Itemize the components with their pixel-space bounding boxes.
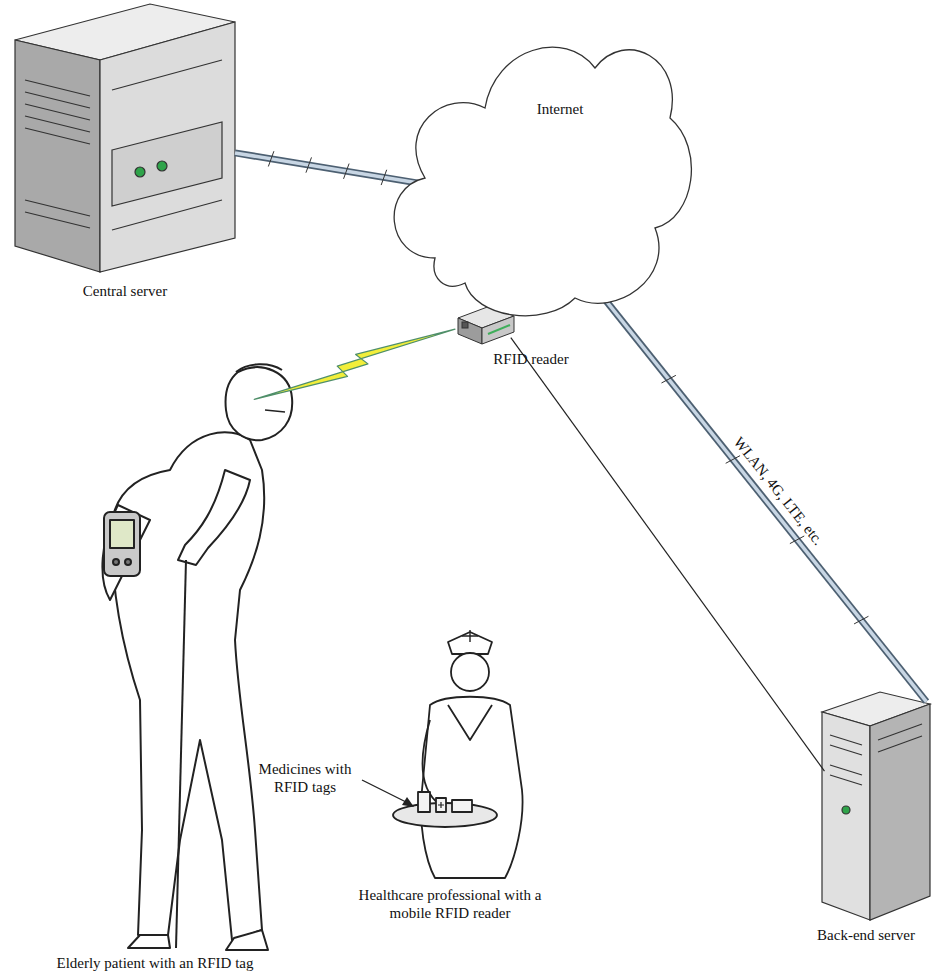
nurse-node: Healthcare professional with a mobile RF… <box>375 628 525 882</box>
reader-node: RFID reader <box>455 304 517 346</box>
cloud-label: Internet <box>505 100 615 118</box>
pipe-inner <box>235 153 423 184</box>
pipe-tick <box>661 375 675 383</box>
connector <box>235 151 423 185</box>
pipe-inner <box>605 300 926 702</box>
pipe-tick <box>854 616 868 624</box>
figure-label: Healthcare professional with a mobile RF… <box>345 886 555 922</box>
pipe-tick <box>268 151 274 166</box>
connector <box>511 338 825 772</box>
connector <box>605 300 926 702</box>
central-server-figure <box>15 4 235 272</box>
pipe-tick <box>344 164 350 179</box>
figure-label: Back-end server <box>791 926 940 944</box>
pipe-outer <box>235 153 423 184</box>
patient-node: Elderly patient with an RFID tag <box>0 358 310 950</box>
figure-label: Elderly patient with an RFID tag <box>5 954 305 972</box>
elderly-patient-figure <box>102 364 292 950</box>
cable-line <box>511 338 825 772</box>
back-end-server-figure <box>822 692 930 920</box>
server-node: Central server <box>15 0 235 278</box>
callout-leader <box>362 780 414 807</box>
nurse-figure <box>393 630 523 878</box>
figure-label: RFID reader <box>471 350 591 368</box>
pipe-tick <box>381 170 387 185</box>
cloud-outline <box>375 8 695 322</box>
connector <box>254 329 455 399</box>
server-node: Back-end server <box>820 690 932 922</box>
pipe-outer <box>605 300 926 702</box>
pipe-tick <box>726 456 740 464</box>
wireless-bolt <box>254 329 455 399</box>
cloud-shape <box>394 47 691 316</box>
cloud-node: Internet <box>375 8 695 322</box>
pipe-tick <box>790 536 804 544</box>
callout-label: Medicines with RFID tags <box>245 760 365 796</box>
figure-label: Central server <box>15 282 235 300</box>
edge-label: WLAN, 4G, LTE, etc. <box>730 433 827 548</box>
pipe-tick <box>306 157 312 172</box>
